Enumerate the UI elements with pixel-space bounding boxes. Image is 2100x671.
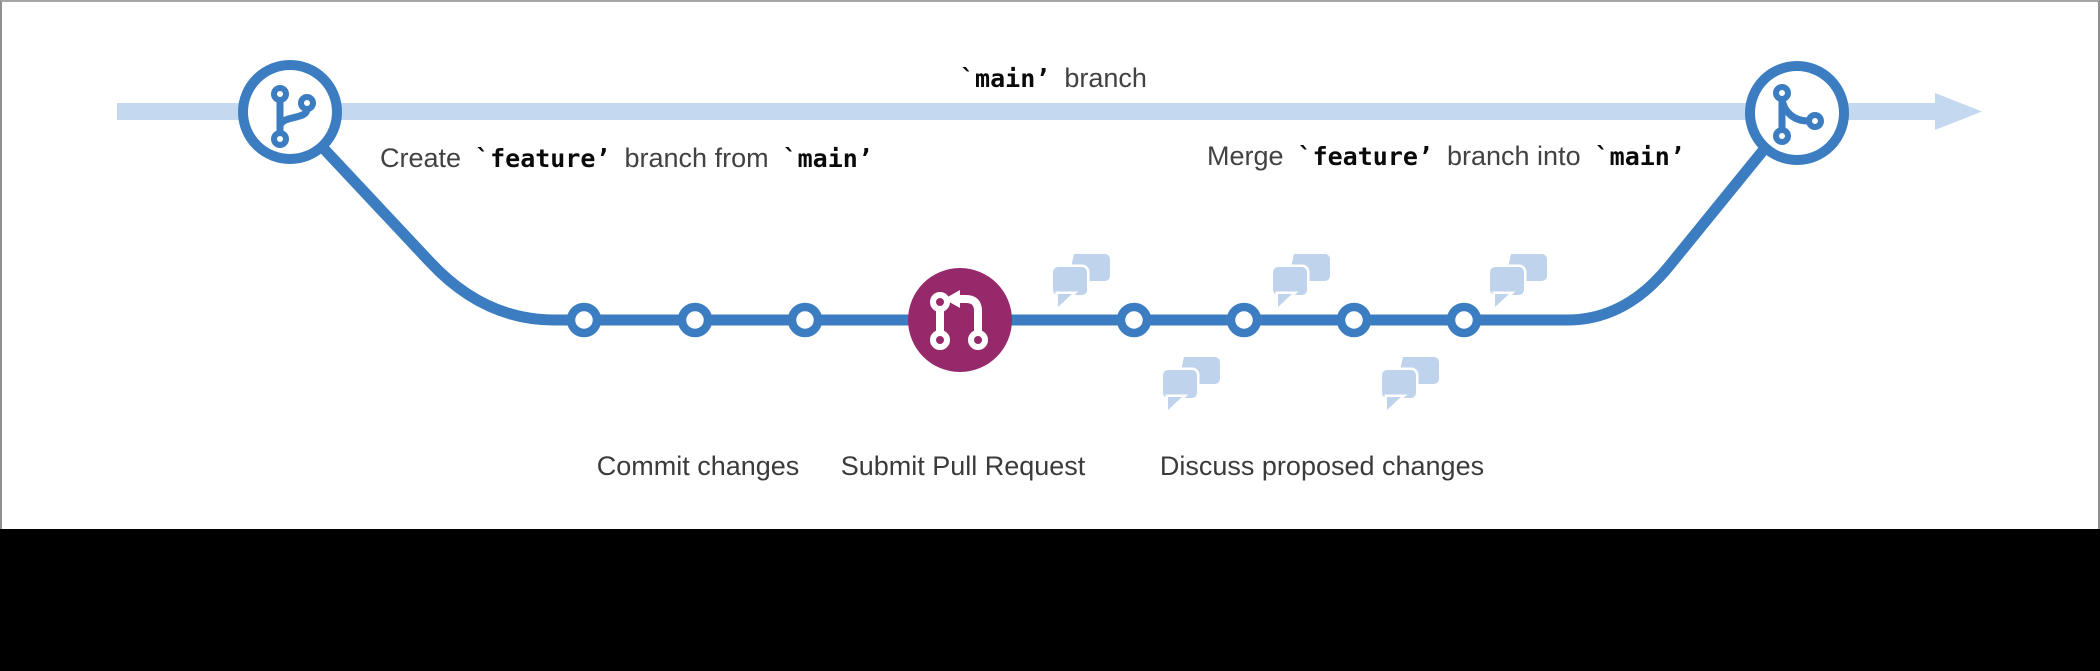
commit-dot [1446,302,1482,338]
feature-branch-line [290,114,1775,326]
feature-code-text: `feature’ [475,144,611,173]
diagram-canvas [0,0,2100,529]
branch-start-node [238,60,342,164]
chat-bubbles-icon [1053,254,1110,307]
discuss-changes-caption: Discuss proposed changes [1159,451,1485,481]
commit-changes-caption: Commit changes [596,451,800,481]
commit-dot [787,302,823,338]
letterbox-bar [0,529,2100,671]
chat-bubbles-icon [1163,357,1220,410]
main-branch-word: branch [1064,63,1147,93]
main-code-text: `main’ [1594,142,1685,171]
main-branch-line [117,103,1939,120]
git-branch-icon [271,85,316,148]
create-middle: branch from [624,143,769,173]
commit-dots [566,302,1482,338]
commit-dot [1226,302,1262,338]
submit-pr-caption: Submit Pull Request [840,451,1086,481]
main-branch-label: `main’ branch [960,63,1147,94]
branch-end-node [1745,61,1849,165]
chat-bubbles-icon [1490,254,1547,307]
merge-branch-label: Merge `feature’ branch into `main’ [1207,141,1685,172]
feature-code-text: `feature’ [1297,142,1433,171]
merge-middle: branch into [1447,141,1581,171]
commit-dot [1336,302,1372,338]
main-code-text: `main’ [960,64,1051,93]
commit-dot [1116,302,1152,338]
main-code-text: `main’ [782,144,873,173]
chat-bubbles-icon [1382,357,1439,410]
main-branch-arrowhead [1935,93,1982,130]
git-flow-graphic [117,60,1982,531]
chat-bubbles-icon [1273,254,1330,307]
pull-request-icon [930,290,988,350]
merge-prefix: Merge [1207,141,1284,171]
commit-dot [566,302,602,338]
create-branch-label: Create `feature’ branch from `main’ [380,143,873,174]
git-merge-icon [1773,84,1824,145]
create-prefix: Create [380,143,462,173]
commit-dot [677,302,713,338]
pull-request-node [908,268,1012,372]
